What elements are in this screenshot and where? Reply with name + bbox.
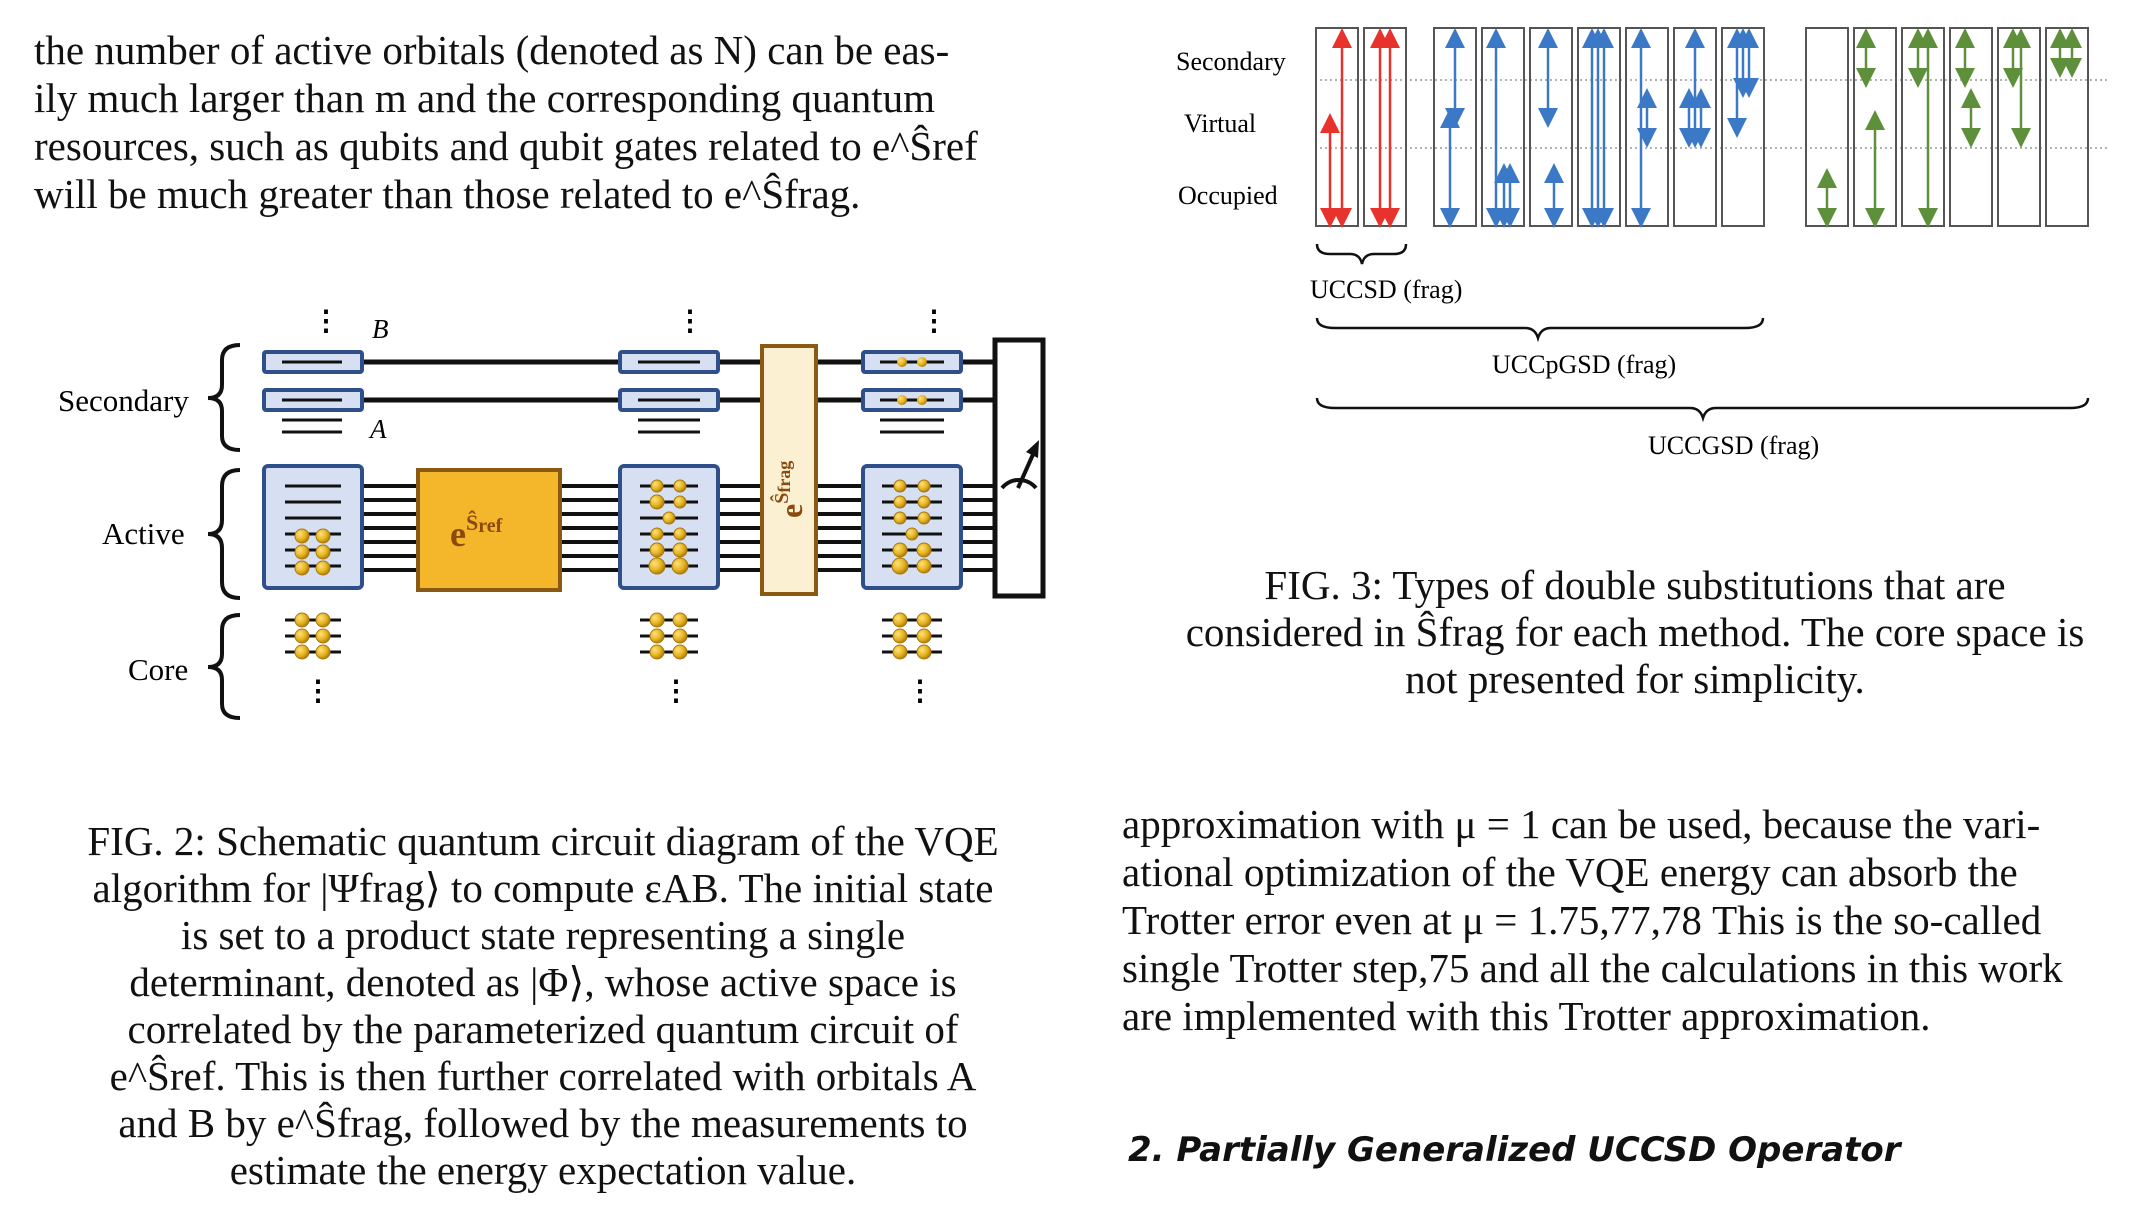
bracket-uccsd (1315, 243, 1408, 265)
after-ref-column: ⋮ ⋮ (618, 306, 720, 707)
bracket-label-uccpgsd: UCCpGSD (frag) (1492, 350, 1676, 379)
orbital-a-label: A (368, 414, 387, 444)
trotter-line-4: single Trotter step,75 and all the calcu… (1122, 945, 2063, 991)
fig3-caption-line-1: FIG. 3: Types of double substitutions th… (1264, 562, 2006, 608)
fig3-caption-line-2: considered in Ŝfrag for each method. The… (1185, 609, 2085, 655)
fig3-caption: FIG. 3: Types of double substitutions th… (1135, 562, 2135, 703)
svg-text:⋮: ⋮ (312, 306, 340, 337)
fig2-caption-line-8: estimate the energy expectation value. (229, 1147, 857, 1193)
fig2-caption-line-3: is set to a product state representing a… (180, 912, 906, 958)
bracket-uccgsd (1315, 397, 2090, 423)
gate-e-s-frag: eŜfrag (760, 344, 818, 596)
fig2-caption-line-2: algorithm for |Ψfrag⟩ to compute εAB. Th… (92, 865, 994, 911)
fig2-label-core: Core (128, 652, 188, 687)
active-brace (207, 468, 241, 600)
intro-paragraph: the number of active orbitals (denoted a… (34, 26, 1064, 218)
measurement-icon (992, 337, 1046, 599)
intro-line-1: the number of active orbitals (denoted a… (34, 27, 950, 73)
intro-line-4: will be much greater than those related … (34, 171, 861, 217)
trotter-line-3: Trotter error even at μ = 1.75,77,78 Thi… (1122, 897, 2042, 943)
core-brace (207, 613, 241, 720)
intro-line-2: ily much larger than m and the correspon… (34, 75, 936, 121)
bracket-uccpgsd (1315, 317, 1765, 343)
fig3-blue-arrows (1440, 27, 1759, 228)
fig2-caption: FIG. 2: Schematic quantum circuit diagra… (28, 818, 1058, 1194)
fig2-caption-line-7: and B by e^Ŝfrag, followed by the measur… (118, 1100, 968, 1146)
initial-state-column: ⋮ B A ⋮ (262, 306, 389, 707)
gate-e-s-ref: eŜref (416, 468, 562, 592)
fig3-caption-line-3: not presented for simplicity. (1405, 656, 1865, 702)
fig2-label-secondary: Secondary (58, 383, 189, 418)
svg-text:⋮: ⋮ (662, 676, 690, 707)
fig2-caption-line-5: correlated by the parameterized quantum … (127, 1006, 959, 1052)
trotter-paragraph: approximation with μ = 1 can be used, be… (1122, 800, 2132, 1040)
fig2-caption-line-4: determinant, denoted as |Φ⟩, whose activ… (129, 959, 957, 1005)
fig3-green-arrows (1817, 27, 2082, 228)
fig3-substitution-diagram: Secondary Virtual Occupied (1176, 27, 2110, 460)
fig2-label-active: Active (102, 516, 185, 551)
section-heading: 2. Partially Generalized UCCSD Operator (1128, 1130, 1901, 1170)
svg-text:⋮: ⋮ (304, 676, 332, 707)
fig3-red-arrows (1320, 27, 1400, 228)
orbital-b-label: B (372, 314, 389, 344)
fig2-circuit-diagram: Secondary Active Core ⋮ B A (58, 306, 1046, 720)
fig2-caption-line-1: FIG. 2: Schematic quantum circuit diagra… (87, 818, 999, 864)
trotter-line-5: are implemented with this Trotter approx… (1122, 993, 1931, 1039)
after-frag-column: ⋮ ⋮ (861, 306, 963, 707)
svg-text:⋮: ⋮ (906, 676, 934, 707)
fig3-label-occupied: Occupied (1178, 181, 1278, 210)
fig3-label-virtual: Virtual (1184, 109, 1256, 138)
gate-e-s-ref-label: eŜref (450, 510, 503, 554)
intro-line-3: resources, such as qubits and qubit gate… (34, 123, 978, 169)
bracket-label-uccsd: UCCSD (frag) (1310, 275, 1462, 304)
fig2-caption-line-6: e^Ŝref. This is then further correlated … (109, 1053, 977, 1099)
bracket-label-uccgsd: UCCGSD (frag) (1648, 431, 1819, 460)
trotter-line-1: approximation with μ = 1 can be used, be… (1122, 801, 2041, 847)
svg-text:⋮: ⋮ (920, 306, 948, 337)
trotter-line-2: ational optimization of the VQE energy c… (1122, 849, 2018, 895)
fig3-label-secondary: Secondary (1176, 47, 1286, 76)
secondary-brace (207, 343, 241, 452)
svg-text:⋮: ⋮ (676, 306, 704, 337)
